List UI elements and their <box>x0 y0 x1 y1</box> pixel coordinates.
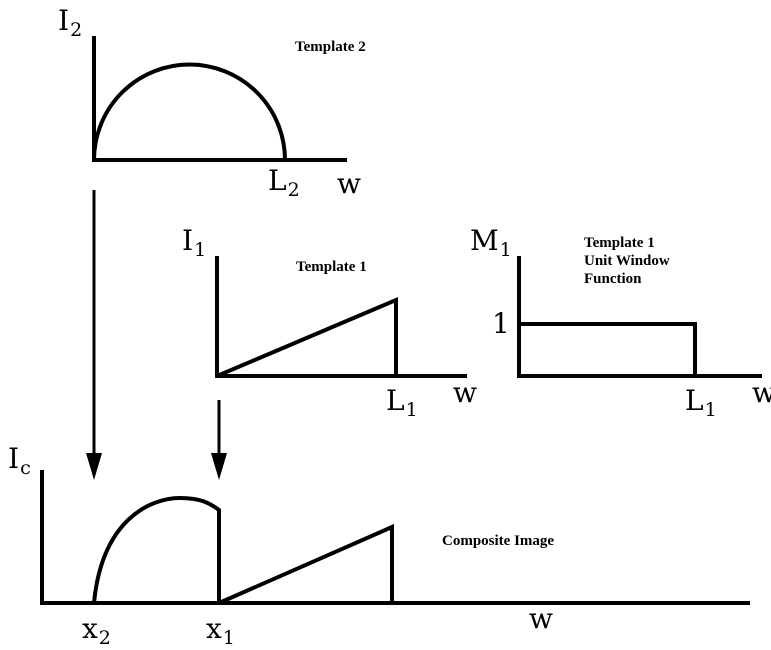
template-1-caption: Template 1 <box>296 259 367 275</box>
window-function-rectangle-curve <box>519 322 697 376</box>
composite-x1-mark-label: x1 <box>206 612 235 649</box>
template-2-semicircle-curve <box>92 62 287 161</box>
window-function-x-axis-label: w <box>752 376 771 409</box>
composite-y-axis-label: Ic <box>8 442 31 479</box>
window-function-caption-line-1: Template 1 <box>584 235 655 251</box>
template-2-axes <box>92 36 347 162</box>
composite-x-axis-label: w <box>529 602 553 635</box>
template-1-ramp-curve <box>216 296 398 378</box>
composite-caption: Composite Image <box>442 533 554 549</box>
window-function-caption-line-2: Unit Window <box>584 253 670 269</box>
composite-axes <box>40 470 750 605</box>
window-function-y-axis-label: M1 <box>470 224 512 261</box>
template-1-panel: I1 L1 w Template 1 <box>182 224 477 421</box>
composite-template-1-curve <box>218 523 394 605</box>
template-2-panel: I2 L2 w Template 2 <box>58 4 366 201</box>
window-function-level-label: 1 <box>492 307 510 340</box>
template-1-x-axis-label: w <box>453 376 477 409</box>
template-2-x-axis-label: w <box>337 167 361 200</box>
template-2-x-mark-label: L2 <box>268 164 300 201</box>
template-2-y-axis-label: I2 <box>58 4 82 41</box>
template-2-caption: Template 2 <box>295 39 366 55</box>
composite-x2-mark-label: x2 <box>82 612 111 649</box>
arrow-template-2-to-composite <box>86 190 102 480</box>
window-function-caption-line-3: Function <box>584 271 642 287</box>
window-function-axes <box>517 256 762 378</box>
window-function-x-mark-label: L1 <box>685 384 717 421</box>
template-1-x-mark-label: L1 <box>386 384 418 421</box>
template-1-y-axis-label: I1 <box>182 224 206 261</box>
composite-template-2-curve <box>92 495 221 604</box>
arrow-template-1-to-composite <box>211 400 227 480</box>
window-function-panel: M1 1 L1 w Template 1 Unit Window Functio… <box>470 224 771 421</box>
composite-panel: Ic x2 x1 w Composite Image <box>8 442 750 649</box>
